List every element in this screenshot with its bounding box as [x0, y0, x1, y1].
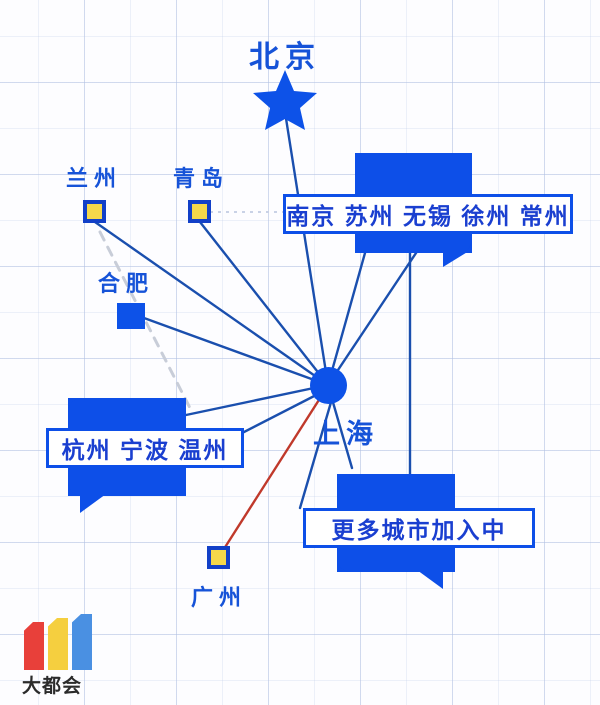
city-marker-hefei[interactable] — [117, 303, 145, 329]
edge-shanghai-more — [328, 390, 354, 470]
city-label-qingdao: 青岛 — [173, 166, 230, 191]
logo-bar-blue — [72, 614, 92, 670]
city-label-lanzhou: 兰州 — [66, 166, 123, 191]
city-label-guangzhou: 广州 — [191, 585, 248, 610]
bubble-south-label: 杭州 宁波 温州 — [46, 428, 244, 468]
edge-shanghai-east-b — [326, 230, 432, 387]
logo-bar-yellow — [48, 618, 68, 670]
edge-shanghai-guangzhou-red — [220, 390, 326, 554]
edge-shanghai-lanzhou — [93, 220, 330, 387]
logo-text: 大都会 — [22, 676, 83, 697]
bubble-east-tail — [443, 251, 469, 267]
bubble-east-label: 南京 苏州 无锡 徐州 常州 — [283, 194, 573, 234]
logo-bar-red — [24, 622, 44, 670]
edge-shanghai-qingdao — [198, 220, 330, 387]
brand-logo: 大都会 — [22, 614, 114, 697]
bubble-more-label: 更多城市加入中 — [303, 508, 535, 548]
beijing-star-icon — [253, 70, 317, 130]
city-label-beijing: 北京 — [249, 41, 321, 74]
edge-shanghai-beijing — [283, 110, 330, 387]
bubble-south-tail — [80, 494, 106, 513]
edge-shanghai-hefei — [142, 316, 330, 387]
city-marker-qingdao[interactable] — [188, 200, 211, 223]
edge-shanghai-more-2 — [298, 390, 336, 510]
city-marker-lanzhou[interactable] — [83, 200, 106, 223]
city-label-hefei: 合肥 — [98, 271, 155, 296]
hub-marker-shanghai[interactable] — [310, 367, 347, 404]
bubble-more-tail — [417, 570, 443, 589]
edge-shanghai-hangzhou — [184, 383, 330, 417]
edge-shanghai-nanjing — [326, 226, 374, 387]
hub-label-shanghai: 上海 — [313, 419, 379, 449]
city-marker-guangzhou[interactable] — [207, 546, 230, 569]
edge-dashed-lanzhou-hangzhou — [98, 230, 192, 410]
